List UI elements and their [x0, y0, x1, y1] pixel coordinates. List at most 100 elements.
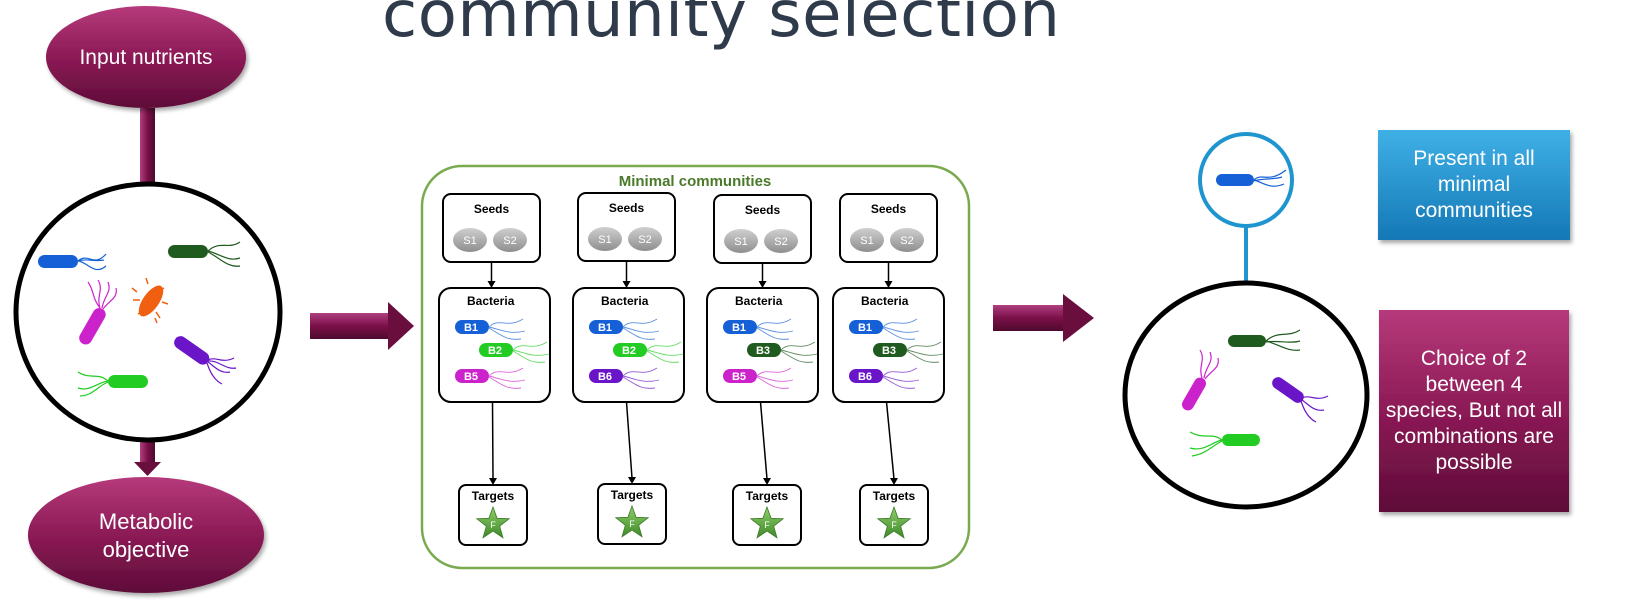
- bacterium-body: [589, 369, 623, 383]
- bacterium-body: [849, 320, 883, 334]
- seed-label: S1: [734, 236, 747, 248]
- page-title: community selection: [382, 0, 1061, 52]
- seeds-label: Seeds: [609, 201, 645, 215]
- input-nutrients-ellipse: [46, 6, 246, 108]
- panel-title: Minimal communities: [619, 173, 772, 190]
- bacterium-body: [849, 369, 883, 383]
- bacterium-body: [873, 343, 907, 357]
- seed-label: S2: [774, 236, 787, 248]
- bacteria-arrow-line: [491, 401, 494, 480]
- bacterium-flagella: [780, 341, 818, 363]
- bacterium-flagella: [622, 318, 660, 340]
- bacteria-label: Bacteria: [861, 294, 909, 308]
- targets-label: Targets: [472, 489, 515, 503]
- bacterium-b5-icon: B5: [723, 367, 794, 389]
- bacteria-arrow-head: [890, 478, 898, 485]
- bacterium-flagella: [756, 367, 794, 389]
- present-callout-bg: [1378, 130, 1570, 240]
- bacterium-label: B6: [598, 371, 612, 383]
- bacterium-orange-icon: [131, 277, 169, 324]
- bacteria-arrow-head: [489, 478, 497, 485]
- bacterium-flagella: [646, 341, 684, 363]
- bacterium-flagella: [906, 341, 944, 363]
- metabolic-objective-node: Metabolic objective: [98, 509, 194, 562]
- bacterium-blue-icon: [38, 253, 107, 271]
- bacterium-b1-icon: B1: [723, 318, 794, 340]
- bacteria-label: Bacteria: [735, 294, 783, 308]
- bacterium-label: B6: [858, 371, 872, 383]
- seed-node: [764, 229, 798, 253]
- input-nutrients-node: Input nutrients: [79, 46, 213, 69]
- target-star-label: F: [891, 520, 897, 530]
- bacterium-body: [455, 369, 489, 383]
- bacteria-label: Bacteria: [467, 294, 515, 308]
- target-star-icon: [475, 505, 511, 539]
- seed-arrow-head: [758, 281, 767, 288]
- bacterium-flagella: [488, 318, 526, 340]
- right-arrow-1: [310, 302, 414, 350]
- target-star-label: F: [629, 519, 635, 529]
- bacterium-magenta-icon: [79, 279, 117, 345]
- bacterium-flagella: [756, 318, 794, 340]
- choice-callout-bg: [1379, 310, 1569, 512]
- highlight-magnifier: [1198, 132, 1294, 282]
- target-star-icon: [749, 505, 785, 539]
- seeds-label: Seeds: [745, 203, 781, 217]
- bacterium-flagella: [512, 341, 550, 363]
- bacterium-b3-icon: B3: [873, 341, 944, 363]
- target-star-icon: [614, 504, 650, 538]
- bacterium-magenta-final-icon: [1182, 349, 1219, 411]
- seed-label: S2: [638, 234, 651, 246]
- bacterium-label: B5: [732, 371, 746, 383]
- initial-community-circle: [13, 181, 283, 443]
- targets-label: Targets: [873, 489, 916, 503]
- bacterium-label: B2: [488, 345, 502, 357]
- seed-label: S2: [900, 235, 913, 247]
- seed-label: S1: [598, 234, 611, 246]
- bacterium-purple-icon: [174, 336, 237, 385]
- seed-label: S2: [503, 235, 516, 247]
- bacterium-b1-icon: B1: [589, 318, 660, 340]
- bacteria-arrow-line: [625, 401, 633, 479]
- bacterium-b1-icon: B1: [455, 318, 526, 340]
- bacteria-label: Bacteria: [601, 294, 649, 308]
- bacterium-body: [723, 320, 757, 334]
- bacterium-label: B1: [598, 322, 612, 334]
- bacterium-label: B3: [756, 345, 770, 357]
- bacterium-label: B1: [732, 322, 746, 334]
- bacterium-purple-final-icon: [1272, 377, 1329, 423]
- right-arrow-2: [993, 294, 1094, 342]
- bacterium-green-final-icon: [1189, 431, 1260, 457]
- bacterium-b5-icon: B5: [455, 367, 526, 389]
- bacterium-body: [747, 343, 781, 357]
- bacterium-b6-icon: B6: [589, 367, 660, 389]
- bacterium-label: B5: [464, 371, 478, 383]
- bacterium-blue-highlight-icon: [1216, 169, 1287, 187]
- bacterium-label: B2: [622, 345, 636, 357]
- bacterium-flagella: [882, 367, 920, 389]
- metabolic-objective-ellipse: [28, 477, 264, 593]
- bacterium-flagella: [488, 367, 526, 389]
- final-community-circle: [1122, 280, 1370, 510]
- bacterium-darkgreen-final-icon: [1228, 329, 1301, 351]
- choice-callout: Choice of 2 between 4 species, But not a…: [1385, 347, 1563, 474]
- seed-node: [453, 228, 487, 252]
- seed-node: [850, 228, 884, 252]
- bacterium-label: B1: [464, 322, 478, 334]
- seed-label: S1: [463, 235, 476, 247]
- bacterium-b3-icon: B3: [747, 341, 818, 363]
- seed-arrow-head: [487, 281, 496, 288]
- seed-node: [588, 227, 622, 251]
- bacterium-b6-icon: B6: [849, 367, 920, 389]
- bacterium-label: B3: [882, 345, 896, 357]
- bacterium-body: [455, 320, 489, 334]
- seed-node: [724, 229, 758, 253]
- seeds-label: Seeds: [474, 202, 510, 216]
- bacterium-body: [723, 369, 757, 383]
- present-callout: Present in all minimal communities: [1413, 147, 1535, 222]
- bacterium-body: [589, 320, 623, 334]
- seeds-label: Seeds: [871, 202, 907, 216]
- bacterium-b2-icon: B2: [613, 341, 684, 363]
